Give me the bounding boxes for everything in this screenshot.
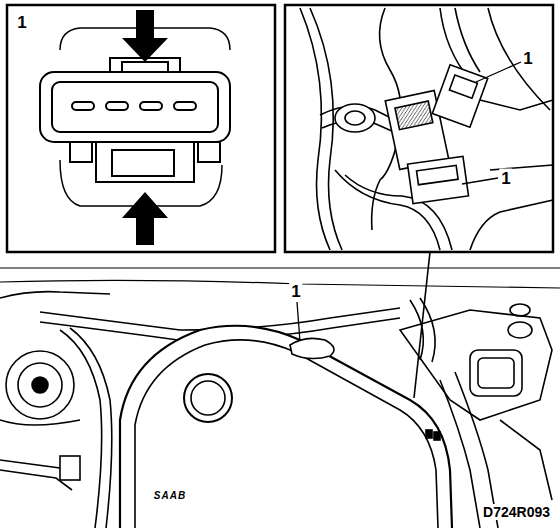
callout-number: 1 [289,282,302,301]
engine-bay [0,268,560,528]
callout-number: 1 [499,169,512,188]
callout-number: 1 [15,13,28,32]
harness-detail [300,8,553,250]
connector-detail [40,28,230,206]
inset-frame [7,5,275,252]
press-arrows [122,10,168,245]
logo-text: SAAB [152,490,188,502]
callout-number: 1 [521,49,534,68]
inset-frame [285,5,553,252]
figure-code: D724R093 [481,504,552,520]
